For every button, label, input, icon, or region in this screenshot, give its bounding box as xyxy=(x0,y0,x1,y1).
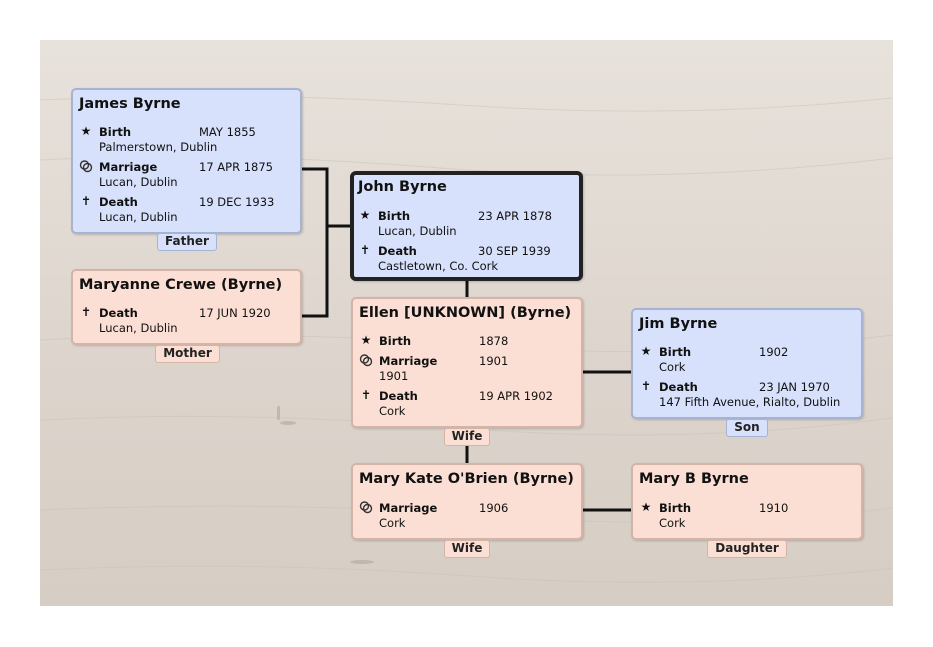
cross-icon: ✝ xyxy=(360,388,372,402)
event-place: Cork xyxy=(379,404,406,418)
relation-tag-son: Son xyxy=(726,419,768,437)
star-icon: ★ xyxy=(359,208,371,222)
event-date: 1910 xyxy=(759,501,789,515)
person-card-mary-b-byrne[interactable]: Mary B Byrne ★ Birth 1910 Cork xyxy=(631,463,863,540)
event-place: Lucan, Dublin xyxy=(99,321,178,335)
event-label: Death xyxy=(99,195,138,209)
event-date: 23 APR 1878 xyxy=(478,209,553,223)
star-icon: ★ xyxy=(640,344,652,358)
relation-tag-mother: Mother xyxy=(155,345,220,363)
event-label: Marriage xyxy=(99,160,158,174)
relation-tag-daughter: Daughter xyxy=(707,540,787,558)
rings-icon xyxy=(79,159,93,176)
cross-icon: ✝ xyxy=(359,243,371,257)
event-date: 17 APR 1875 xyxy=(199,160,274,174)
event-date: 23 JAN 1970 xyxy=(759,380,830,394)
event-place: 1901 xyxy=(379,369,409,383)
relation-tag-father: Father xyxy=(157,233,217,251)
person-card-john-byrne[interactable]: John Byrne ★ Birth 23 APR 1878 Lucan, Du… xyxy=(350,171,583,281)
relation-tag-wife-2: Wife xyxy=(444,540,490,558)
rings-icon xyxy=(359,353,373,370)
event-date: 1902 xyxy=(759,345,789,359)
event-label: Death xyxy=(659,380,698,394)
person-name: James Byrne xyxy=(79,96,181,112)
event-place: Cork xyxy=(659,516,686,530)
event-place: Cork xyxy=(659,360,686,374)
event-label: Birth xyxy=(379,334,412,348)
event-place: Palmerstown, Dublin xyxy=(99,140,218,154)
event-place: Lucan, Dublin xyxy=(99,210,178,224)
event-date: 1906 xyxy=(479,501,509,515)
event-place: Cork xyxy=(379,516,406,530)
cross-icon: ✝ xyxy=(80,305,92,319)
event-place: Lucan, Dublin xyxy=(99,175,178,189)
cross-icon: ✝ xyxy=(80,194,92,208)
star-icon: ★ xyxy=(80,124,92,138)
person-card-james-byrne[interactable]: James Byrne ★ Birth MAY 1855 Palmerstown… xyxy=(71,88,302,234)
person-card-mary-kate-obrien[interactable]: Mary Kate O'Brien (Byrne) Marriage 1906 … xyxy=(351,463,583,540)
event-label: Birth xyxy=(378,209,411,223)
event-date: 17 JUN 1920 xyxy=(199,306,271,320)
person-name: Maryanne Crewe (Byrne) xyxy=(79,277,283,293)
event-place: 147 Fifth Avenue, Rialto, Dublin xyxy=(659,395,841,409)
relation-tag-wife: Wife xyxy=(444,428,490,446)
event-label: Birth xyxy=(99,125,132,139)
star-icon: ★ xyxy=(360,333,372,347)
event-place: Castletown, Co. Cork xyxy=(378,259,499,273)
person-name: Mary Kate O'Brien (Byrne) xyxy=(359,471,574,487)
event-label: Death xyxy=(378,244,417,258)
star-icon: ★ xyxy=(640,500,652,514)
person-name: Jim Byrne xyxy=(639,316,718,332)
person-card-ellen-unknown[interactable]: Ellen [UNKNOWN] (Byrne) ★ Birth 1878 Mar… xyxy=(351,297,583,428)
event-date: 30 SEP 1939 xyxy=(478,244,551,258)
person-card-maryanne-crewe[interactable]: Maryanne Crewe (Byrne) ✝ Death 17 JUN 19… xyxy=(71,269,302,345)
event-date: 19 DEC 1933 xyxy=(199,195,275,209)
event-label: Death xyxy=(99,306,138,320)
event-date: 1901 xyxy=(479,354,509,368)
event-label: Marriage xyxy=(379,501,438,515)
rings-icon xyxy=(359,500,373,517)
person-name: John Byrne xyxy=(358,179,447,195)
event-label: Death xyxy=(379,389,418,403)
event-date: MAY 1855 xyxy=(199,125,256,139)
event-date: 19 APR 1902 xyxy=(479,389,554,403)
event-label: Birth xyxy=(659,501,692,515)
event-date: 1878 xyxy=(479,334,509,348)
cross-icon: ✝ xyxy=(640,379,652,393)
person-card-jim-byrne[interactable]: Jim Byrne ★ Birth 1902 Cork ✝ Death 23 J… xyxy=(631,308,863,419)
event-label: Marriage xyxy=(379,354,438,368)
person-name: Ellen [UNKNOWN] (Byrne) xyxy=(359,305,572,321)
event-label: Birth xyxy=(659,345,692,359)
event-place: Lucan, Dublin xyxy=(378,224,457,238)
person-name: Mary B Byrne xyxy=(639,471,749,487)
